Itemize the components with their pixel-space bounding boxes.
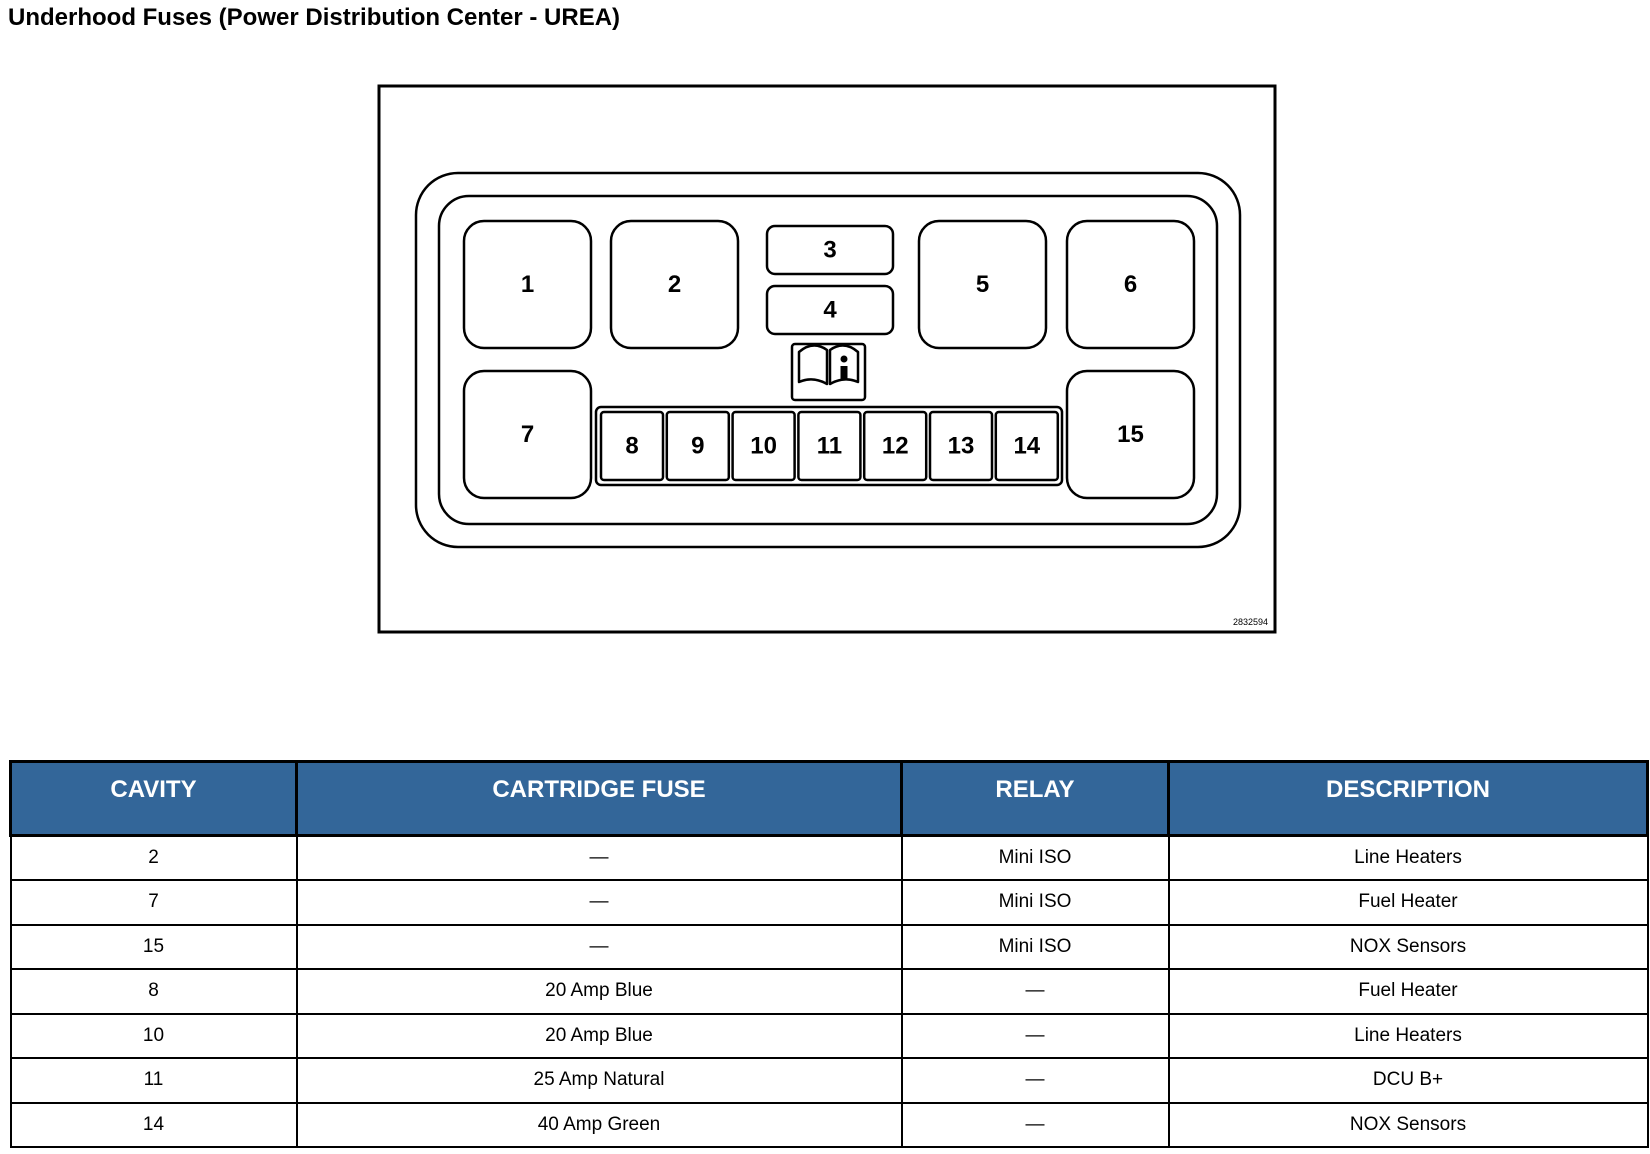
header-cavity: CAVITY <box>9 760 298 837</box>
cell-cavity: 7 <box>9 879 298 926</box>
cell-description: Fuel Heater <box>1167 879 1649 926</box>
cavity-12: 12 <box>862 410 928 482</box>
table-row: 15 — Mini ISO NOX Sensors <box>9 923 1649 970</box>
cell-cavity: 15 <box>9 923 298 970</box>
cell-cavity: 14 <box>9 1101 298 1148</box>
table-row: 2 — Mini ISO Line Heaters <box>9 834 1649 881</box>
cell-relay: — <box>900 1012 1170 1059</box>
cell-cartridge-fuse: 20 Amp Blue <box>295 1012 903 1059</box>
cavity-label: 5 <box>976 271 989 298</box>
cell-cavity: 10 <box>9 1012 298 1059</box>
cell-cavity: 8 <box>9 968 298 1015</box>
cell-cartridge-fuse: — <box>295 834 903 881</box>
cell-relay: Mini ISO <box>900 923 1170 970</box>
table-row: 8 20 Amp Blue — Fuel Heater <box>9 968 1649 1015</box>
header-cartridge-fuse: CARTRIDGE FUSE <box>295 760 903 837</box>
manual-info-icon <box>790 342 867 402</box>
cell-cavity: 11 <box>9 1057 298 1104</box>
fuse-table: CAVITY CARTRIDGE FUSE RELAY DESCRIPTION … <box>9 760 1649 1148</box>
cell-cartridge-fuse: 40 Amp Green <box>295 1101 903 1148</box>
fuse-row-frame <box>594 405 1064 487</box>
cavity-6: 6 <box>1065 219 1196 350</box>
cavity-4: 4 <box>765 284 895 336</box>
cavity-label: 12 <box>882 432 909 459</box>
table-row: 10 20 Amp Blue — Line Heaters <box>9 1012 1649 1059</box>
cavity-label: 9 <box>691 432 704 459</box>
cavity-14: 14 <box>994 410 1060 482</box>
cavity-label: 7 <box>521 421 534 448</box>
cell-cavity: 2 <box>9 834 298 881</box>
cavity-8: 8 <box>599 410 665 482</box>
cell-description: Line Heaters <box>1167 834 1649 881</box>
cavity-label: 2 <box>668 271 681 298</box>
cavity-5: 5 <box>917 219 1048 350</box>
cavity-2: 2 <box>609 219 740 350</box>
cell-cartridge-fuse: 25 Amp Natural <box>295 1057 903 1104</box>
cavity-label: 14 <box>1013 432 1040 459</box>
cavity-label: 1 <box>521 271 534 298</box>
cavity-label: 3 <box>823 236 836 263</box>
cell-relay: — <box>900 1057 1170 1104</box>
table-row: 14 40 Amp Green — NOX Sensors <box>9 1101 1649 1148</box>
cavity-3: 3 <box>765 224 895 276</box>
cell-cartridge-fuse: 20 Amp Blue <box>295 968 903 1015</box>
cell-cartridge-fuse: — <box>295 879 903 926</box>
cell-relay: — <box>900 1101 1170 1148</box>
cavity-label: 13 <box>948 432 975 459</box>
header-relay: RELAY <box>900 760 1170 837</box>
housing-outer <box>414 171 1242 549</box>
cell-description: NOX Sensors <box>1167 923 1649 970</box>
cell-description: Line Heaters <box>1167 1012 1649 1059</box>
cavity-7: 7 <box>462 369 593 500</box>
cavity-9: 9 <box>665 410 731 482</box>
cavity-label: 8 <box>625 432 638 459</box>
cavity-1: 1 <box>462 219 593 350</box>
cavity-10: 10 <box>731 410 796 482</box>
header-description: DESCRIPTION <box>1167 760 1649 837</box>
cell-description: Fuel Heater <box>1167 968 1649 1015</box>
figure-id: 2832594 <box>1233 617 1268 627</box>
cell-description: NOX Sensors <box>1167 1101 1649 1148</box>
cavity-13: 13 <box>928 410 994 482</box>
table-header-row: CAVITY CARTRIDGE FUSE RELAY DESCRIPTION <box>9 760 1649 837</box>
cell-relay: Mini ISO <box>900 879 1170 926</box>
cavity-11: 11 <box>797 410 862 482</box>
page-title: Underhood Fuses (Power Distribution Cent… <box>8 4 621 31</box>
cavity-label: 4 <box>823 296 837 323</box>
cell-description: DCU B+ <box>1167 1057 1649 1104</box>
table-row: 11 25 Amp Natural — DCU B+ <box>9 1057 1649 1104</box>
housing-inner <box>437 194 1219 526</box>
cavity-15: 15 <box>1065 369 1196 500</box>
cavity-label: 15 <box>1117 421 1144 448</box>
cavity-label: 6 <box>1124 271 1137 298</box>
cavity-label: 10 <box>750 432 777 459</box>
cell-cartridge-fuse: — <box>295 923 903 970</box>
table-row: 7 — Mini ISO Fuel Heater <box>9 879 1649 926</box>
cavity-label: 11 <box>817 432 842 459</box>
cell-relay: — <box>900 968 1170 1015</box>
cell-relay: Mini ISO <box>900 834 1170 881</box>
